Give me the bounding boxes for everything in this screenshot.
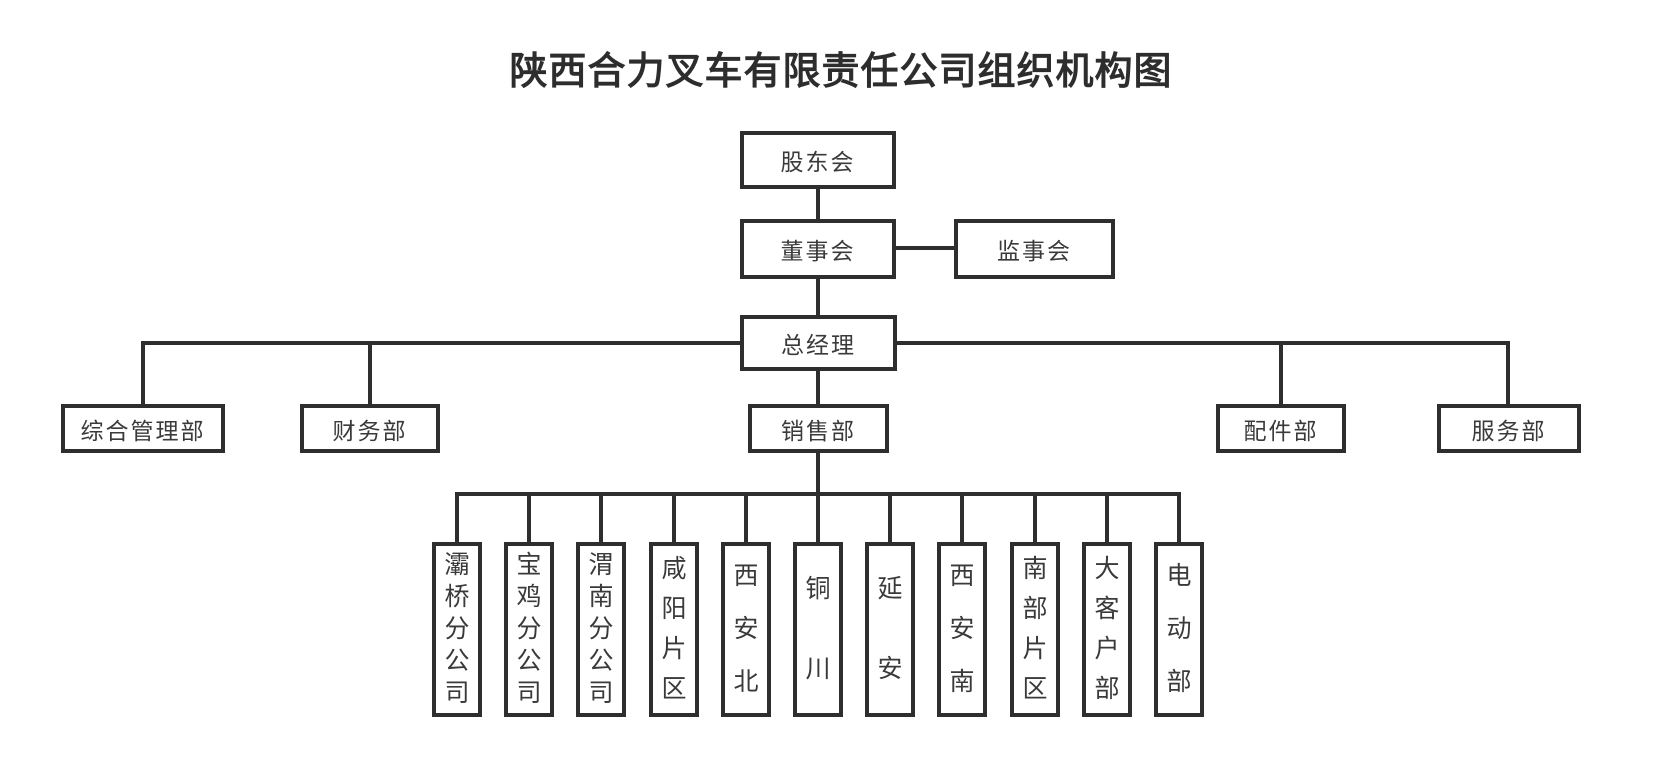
connector-board-gm [816, 276, 820, 319]
connector-shareholders-board [816, 186, 820, 222]
node-dept-service: 服务部 [1437, 404, 1581, 453]
node-unit-xian-north: 西安北 [721, 542, 771, 717]
node-general-manager: 总经理 [740, 315, 897, 371]
dept-label: 配件部 [1243, 418, 1319, 444]
node-general-manager-label: 总经理 [781, 333, 856, 358]
drop-unit-4 [672, 492, 676, 546]
node-unit-xian-south: 西安南 [937, 542, 987, 717]
node-unit-baqiao-branch: 灞桥分公司 [432, 542, 482, 717]
node-unit-yanan: 延安 [865, 542, 915, 717]
drop-general-admin [141, 341, 145, 408]
drop-unit-3 [599, 492, 603, 546]
connector-board-supervisors [890, 246, 960, 250]
dept-label: 服务部 [1471, 418, 1547, 444]
node-dept-finance: 财务部 [300, 404, 440, 453]
node-dept-general-admin: 综合管理部 [61, 404, 225, 453]
drop-unit-1 [455, 492, 459, 546]
node-board: 董事会 [740, 219, 896, 279]
drop-parts [1279, 341, 1283, 408]
drop-unit-9 [1033, 492, 1037, 546]
node-unit-baoji-branch: 宝鸡分公司 [504, 542, 554, 717]
drop-unit-10 [1105, 492, 1109, 546]
drop-unit-6 [816, 492, 820, 546]
dept-label: 销售部 [781, 418, 856, 444]
drop-unit-2 [527, 492, 531, 546]
node-unit-key-accounts: 大客户部 [1082, 542, 1132, 717]
drop-service [1506, 341, 1510, 408]
dept-label: 财务部 [332, 418, 408, 444]
node-supervisors: 监事会 [954, 219, 1115, 279]
node-unit-tongchuan: 铜川 [793, 542, 843, 717]
drop-unit-5 [744, 492, 748, 546]
page-title: 陕西合力叉车有限责任公司组织机构图 [509, 51, 1173, 93]
node-board-label: 董事会 [780, 239, 856, 264]
node-unit-xianyang-area: 咸阳片区 [649, 542, 699, 717]
drop-unit-11 [1177, 492, 1181, 546]
drop-unit-8 [960, 492, 964, 546]
node-unit-south-area: 南部片区 [1010, 542, 1060, 717]
dept-label: 综合管理部 [80, 418, 206, 444]
node-shareholders: 股东会 [740, 131, 896, 189]
connector-gm-sales [816, 367, 820, 408]
node-dept-parts: 配件部 [1216, 404, 1346, 453]
node-supervisors-label: 监事会 [997, 239, 1072, 264]
node-dept-sales: 销售部 [748, 404, 889, 453]
connector-sales-bus [816, 449, 820, 496]
node-unit-electric-dept: 电动部 [1154, 542, 1204, 717]
drop-unit-7 [888, 492, 892, 546]
node-unit-weinan-branch: 渭南分公司 [576, 542, 626, 717]
node-shareholders-label: 股东会 [780, 150, 856, 175]
drop-finance [368, 341, 372, 408]
